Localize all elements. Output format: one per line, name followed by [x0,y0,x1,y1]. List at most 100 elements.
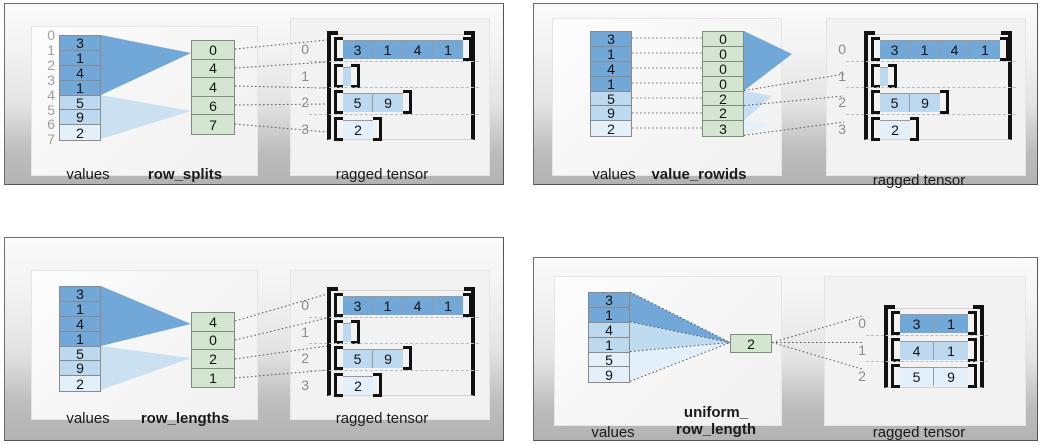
value-cell[interactable]: 3 [60,287,100,302]
value-cell[interactable]: 3 [589,293,629,308]
ragged-row-cells: 2 [343,119,373,139]
encoding-cell[interactable]: 2 [192,350,234,369]
value-cell[interactable]: 4 [589,322,629,338]
encoding-cell[interactable]: 4 [192,78,234,97]
ragged-cell: 1 [433,41,463,59]
encoding-cell[interactable]: 0 [703,61,743,77]
ragged-cell: 4 [900,341,934,360]
encoding-label-value-rowids: value_rowids [651,166,747,183]
value-cell[interactable]: 1 [591,46,631,62]
encoding-label-row-splits: row_splits [147,166,223,183]
row-bracket-open-icon [334,293,343,317]
value-cell[interactable]: 1 [60,80,100,96]
value-cell[interactable]: 5 [60,95,100,111]
encoding-cell[interactable]: 2 [703,91,743,107]
value-cell[interactable]: 9 [60,361,100,377]
ragged-cell-empty [343,323,351,342]
ragged-row-cells [343,66,351,86]
encoding-cell[interactable]: 4 [192,313,234,332]
encoding-cell[interactable]: 1 [192,368,234,388]
row-bracket-close-icon [968,337,977,362]
ragged-row-index: 0 [858,315,866,331]
encoding-cell[interactable]: 0 [192,331,234,351]
encoding-cell[interactable]: 2 [703,106,743,122]
value-cell[interactable]: 3 [60,36,100,51]
value-cell[interactable]: 4 [591,61,631,77]
ragged-cell: 1 [934,341,968,360]
ragged-row-cells: 2 [880,119,910,139]
value-index: 0 [47,27,55,43]
values-label-row-lengths: values [66,410,110,427]
ragged-cell: 5 [880,94,910,112]
encoding-cell[interactable]: 0 [192,41,234,60]
encoding-label-row-lengths: row_lengths [140,410,230,427]
encoding-cell[interactable]: 3 [703,121,743,137]
ragged-cell: 4 [403,41,433,59]
value-cell[interactable]: 1 [60,331,100,347]
value-cell[interactable]: 5 [589,352,629,368]
value-cell[interactable]: 9 [591,106,631,122]
ragged-row-index: 3 [301,120,309,137]
value-cell[interactable]: 1 [60,301,100,317]
row-bracket-close-icon [463,37,472,61]
ragged-cell: 3 [900,315,934,333]
ragged-row-cells: 2 [343,375,373,395]
value-cell[interactable]: 2 [60,376,100,392]
encoding-cell[interactable]: 7 [192,115,234,134]
value-cell[interactable]: 5 [60,346,100,362]
value-cell[interactable]: 4 [60,316,100,332]
value-cell[interactable]: 5 [591,91,631,107]
ragged-cell: 4 [940,41,970,59]
value-cell[interactable]: 3 [591,32,631,47]
row-bracket-close-icon [940,90,949,114]
encoding-cell[interactable]: 4 [192,59,234,79]
encoding-cell[interactable]: 0 [703,76,743,92]
value-cell[interactable]: 1 [60,50,100,66]
encoding-column-uniform-row-length[interactable]: 2 [730,334,772,353]
encoding-cell[interactable]: 6 [192,96,234,116]
ragged-row-separator [309,316,479,318]
row-bracket-close-icon [373,372,382,397]
encoding-cell[interactable]: 0 [703,46,743,62]
value-cell[interactable]: 1 [591,76,631,92]
row-bracket-close-icon [403,346,412,370]
value-cell[interactable]: 9 [60,110,100,126]
ragged-row-index: 0 [301,41,309,57]
ragged-cell: 2 [343,120,373,139]
ragged-row [334,319,360,344]
row-bracket-close-icon [1000,37,1009,61]
ragged-row-index: 0 [301,297,309,313]
value-cell[interactable]: 4 [60,65,100,81]
ragged-row: 2 [334,372,382,397]
ragged-row-separator [309,113,479,115]
ragged-row-separator [846,113,1016,115]
value-cell[interactable]: 1 [589,307,629,323]
encoding-cell[interactable]: 0 [703,32,743,47]
ragged-row-cells [880,66,888,86]
ragged-outer-bracket [884,305,984,388]
value-cell[interactable]: 2 [60,125,100,141]
value-cell[interactable]: 2 [591,121,631,137]
value-cell[interactable]: 9 [589,367,629,383]
value-cell[interactable]: 1 [589,337,629,353]
row-bracket-open-icon [891,311,900,335]
encoding-cell[interactable]: 2 [731,335,771,352]
row-bracket-open-icon [871,116,880,141]
row-bracket-close-icon [888,63,897,88]
